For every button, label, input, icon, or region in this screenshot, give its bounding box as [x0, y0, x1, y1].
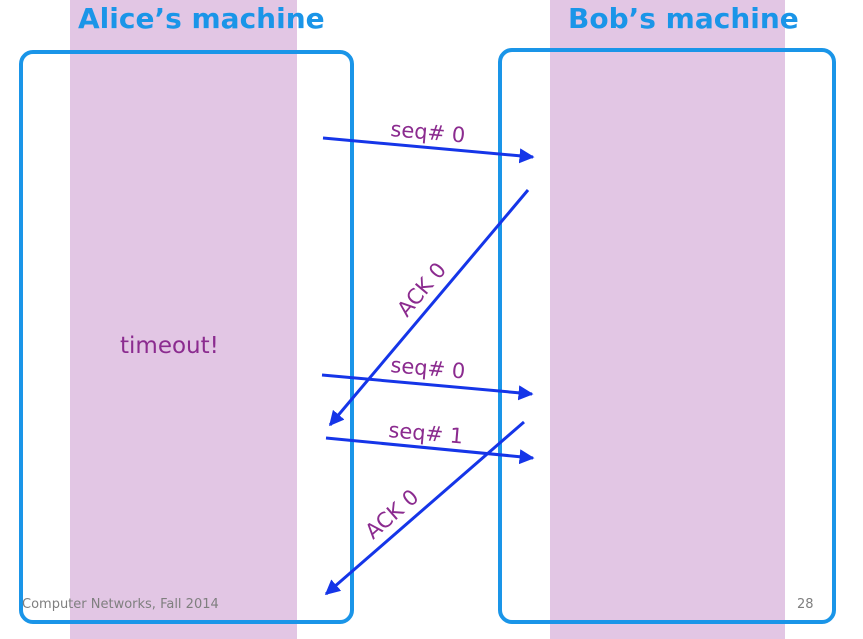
- arrow-seq1: [325, 436, 535, 465]
- arrow-seq0-retransmit: [321, 373, 534, 401]
- timeout-label: timeout!: [120, 333, 219, 359]
- arrow-ack0-first: [328, 189, 530, 427]
- arrow-seq0-first: [322, 136, 535, 164]
- alice-machine-title: Alice’s machine: [78, 2, 325, 35]
- alice-shaded-band: [70, 0, 297, 639]
- footer-course: Computer Networks, Fall 2014: [22, 597, 219, 612]
- bob-machine-box: [498, 48, 836, 624]
- alice-machine-box: [19, 50, 354, 624]
- arrow-ack0-second: [324, 420, 525, 596]
- page-number: 28: [797, 597, 814, 612]
- bob-machine-title: Bob’s machine: [568, 2, 799, 35]
- label-seq0-first: seq# 0: [390, 117, 467, 147]
- bob-shaded-band: [550, 0, 785, 639]
- label-seq0-retransmit: seq# 0: [390, 353, 467, 383]
